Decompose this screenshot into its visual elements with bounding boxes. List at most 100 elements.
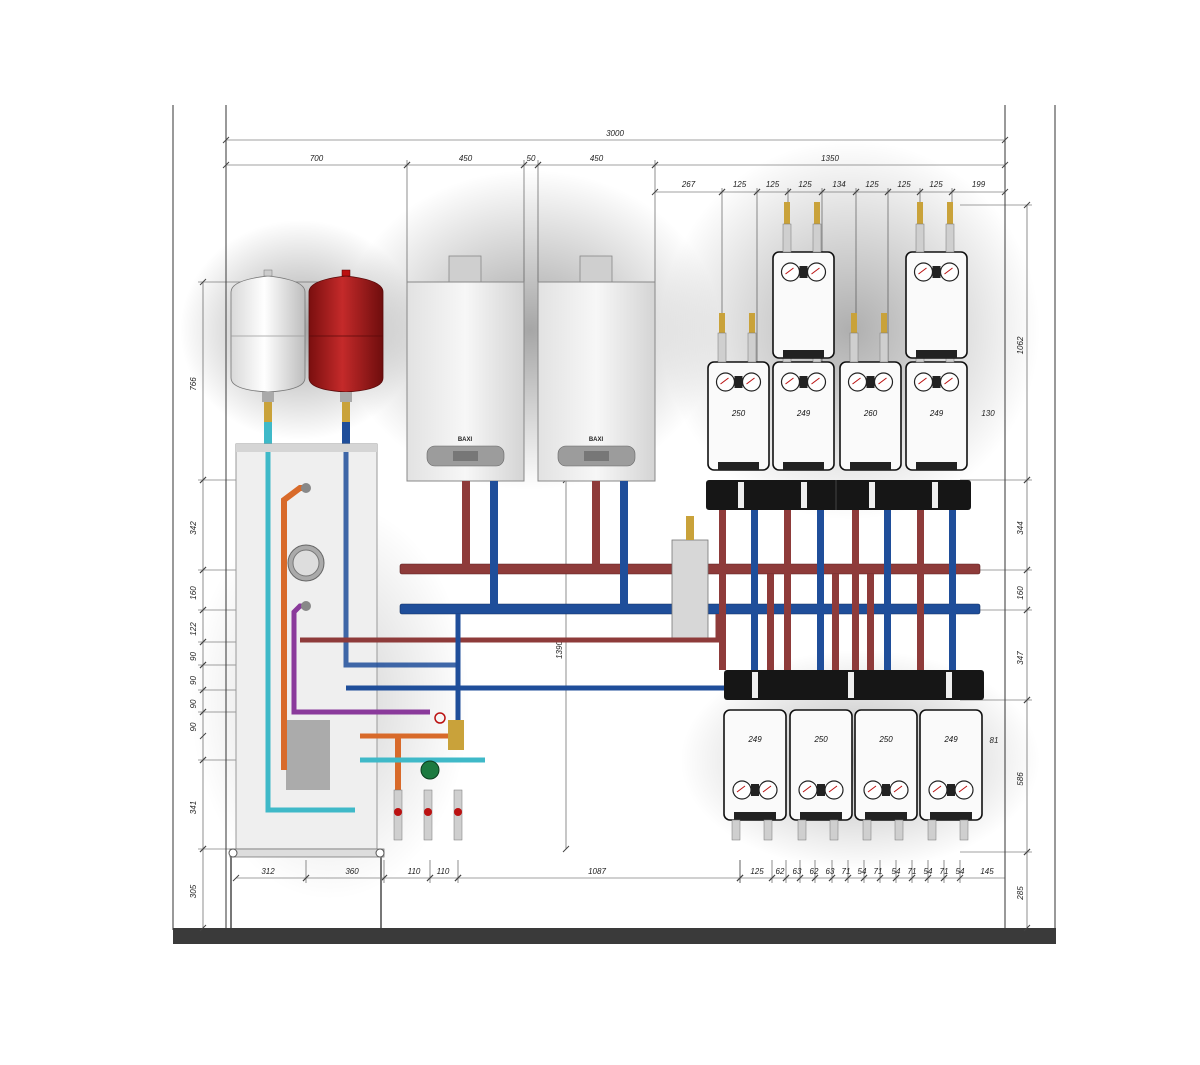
module-fitting <box>879 332 889 363</box>
module-fitting <box>717 332 727 363</box>
left-dimension-labels: 7663421601229090909034130590 <box>189 377 198 898</box>
riser-pipe <box>917 510 924 670</box>
dim-top-seg-4: 1350 <box>821 154 839 163</box>
lower-module-4: 249 <box>919 709 983 821</box>
dim-top-sub-8: 199 <box>972 180 986 189</box>
dim-bottom-13: 54 <box>892 867 901 876</box>
upper-module-4-label: 249 <box>929 409 944 418</box>
dim-bottom-10: 71 <box>842 867 851 876</box>
module-valve <box>947 202 953 224</box>
dim-bottom-3: 110 <box>437 867 450 876</box>
bottom-fittings <box>393 789 463 841</box>
module-fitting <box>782 223 792 253</box>
upper-stack-module-2 <box>905 251 968 359</box>
dim-bottom-11: 54 <box>858 867 867 876</box>
module-fitting <box>763 819 773 841</box>
dim-bottom-9: 63 <box>826 867 835 876</box>
dim-bottom-4: 1087 <box>588 867 606 876</box>
dim-bottom-16: 71 <box>940 867 949 876</box>
dim-bottom-18: 145 <box>980 867 994 876</box>
upper-module-2-label: 249 <box>796 409 811 418</box>
dim-right-2: 160 <box>1016 586 1025 600</box>
riser-pipe <box>767 574 774 670</box>
module-fitting <box>747 332 757 363</box>
module-fitting <box>945 223 955 253</box>
dim-left-9: 305 <box>189 884 198 898</box>
lower-distribution-modules: 249 250 250 249 <box>723 709 983 841</box>
dim-left-8: 341 <box>189 801 198 814</box>
dim-top-sub-6: 125 <box>897 180 911 189</box>
dim-bottom-15: 54 <box>924 867 933 876</box>
dim-top-sub-3: 125 <box>798 180 812 189</box>
upper-module-4: 249 <box>905 361 968 471</box>
dim-bottom-17: 54 <box>956 867 965 876</box>
right-dimensions <box>562 201 1032 932</box>
riser-pipe <box>817 510 824 670</box>
riser-pipe <box>832 574 839 670</box>
dim-right-1: 344 <box>1016 521 1025 535</box>
module-valve <box>851 313 857 333</box>
dim-bottom-5: 125 <box>750 867 764 876</box>
water-heater <box>228 443 460 928</box>
collector-bars <box>706 480 984 700</box>
module-fitting <box>731 819 741 841</box>
module-fitting <box>927 819 937 841</box>
riser-pipe <box>852 510 859 670</box>
lower-module-3: 250 <box>854 709 918 821</box>
dim-total-width: 3000 <box>606 129 624 138</box>
upper-module-3: 260 <box>839 361 902 471</box>
riser-pipe <box>784 510 791 670</box>
upper-distribution-modules: 250 249 260 249 <box>707 202 968 471</box>
dim-bottom-6: 62 <box>776 867 785 876</box>
dim-center-vertical: 1390 <box>555 641 564 659</box>
boilers: BAXI BAXI <box>406 255 656 482</box>
module-valve <box>719 313 725 333</box>
riser-pipe <box>884 510 891 670</box>
dim-bottom-8: 62 <box>810 867 819 876</box>
expansion-tank-white <box>230 269 306 452</box>
riser-pipe <box>751 510 758 670</box>
dim-right-small-lower: 81 <box>990 736 999 745</box>
module-valve <box>917 202 923 224</box>
dim-top-sub-4: 134 <box>832 180 846 189</box>
boiler-brand: BAXI <box>458 437 473 443</box>
upper-module-1: 250 <box>707 361 770 471</box>
riser-pipe <box>867 574 874 670</box>
lower-module-1: 249 <box>723 709 787 821</box>
module-fitting <box>849 332 859 363</box>
lower-module-2-label: 250 <box>813 735 828 744</box>
dim-top-sub-0: 267 <box>681 180 696 189</box>
boiler-brand: BAXI <box>589 437 604 443</box>
upper-stack-module-1 <box>772 251 835 359</box>
dim-bottom-0: 312 <box>261 867 275 876</box>
dim-top-seg-0: 700 <box>310 154 324 163</box>
dim-left-6: 90 <box>189 699 198 708</box>
dim-top-sub-7: 125 <box>929 180 943 189</box>
valve-handle <box>424 808 432 816</box>
dim-left-2: 160 <box>189 586 198 600</box>
module-fitting <box>797 819 807 841</box>
dim-left-4: 90 <box>189 652 198 661</box>
dim-bottom-7: 63 <box>793 867 802 876</box>
module-valve <box>749 313 755 333</box>
dim-left-5: 90 <box>189 676 198 685</box>
module-valve <box>881 313 887 333</box>
boiler-1: BAXI <box>406 255 525 482</box>
dim-top-sub-5: 125 <box>865 180 879 189</box>
lower-module-1-label: 249 <box>747 735 762 744</box>
valve-handle <box>394 808 402 816</box>
dim-top-seg-1: 450 <box>459 154 473 163</box>
dim-left-7: 90 <box>189 722 198 731</box>
dim-left-1: 342 <box>189 521 198 535</box>
dim-bottom-12: 71 <box>874 867 883 876</box>
module-valve <box>784 202 790 224</box>
dim-right-3: 347 <box>1016 651 1025 665</box>
floor-slab <box>173 928 1056 944</box>
module-fitting <box>894 819 904 841</box>
lower-module-4-label: 249 <box>943 735 958 744</box>
